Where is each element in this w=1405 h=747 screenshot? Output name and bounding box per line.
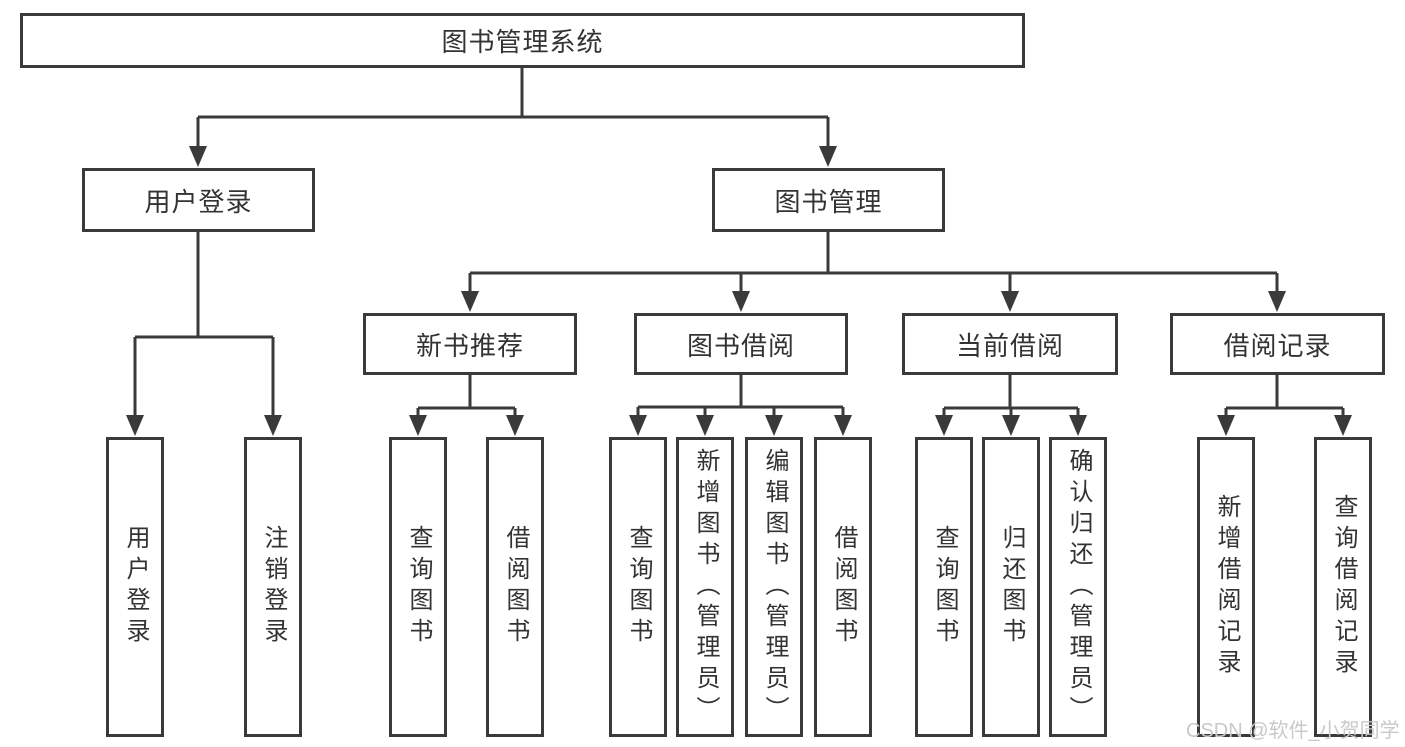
leaf-recommend-borrow-books: 借阅图书 <box>486 437 544 737</box>
leaf-add-book-admin: 新增图书（管理员） <box>676 437 734 737</box>
leaf-user-login-label: 用户登录 <box>122 525 149 649</box>
csdn-watermark: CSDN @软件_小贺同学 <box>1186 720 1400 742</box>
leaf-add-borrow-record: 新增借阅记录 <box>1197 437 1255 737</box>
leaf-borrow-books: 借阅图书 <box>814 437 872 737</box>
leaf-logout: 注销登录 <box>244 437 302 737</box>
node-user-login-label: 用户登录 <box>144 186 253 217</box>
leaf-current-query-books: 查询图书 <box>915 437 973 737</box>
leaf-current-query-books-label: 查询图书 <box>931 525 958 649</box>
root-box-library-management-system: 图书管理系统 <box>20 13 1025 68</box>
node-user-login: 用户登录 <box>82 168 315 232</box>
leaf-borrow-query-books: 查询图书 <box>609 437 667 737</box>
node-book-management: 图书管理 <box>712 168 945 232</box>
node-book-borrow-label: 图书借阅 <box>686 330 795 361</box>
leaf-query-borrow-record-label: 查询借阅记录 <box>1330 494 1357 680</box>
node-book-borrow: 图书借阅 <box>634 313 848 375</box>
leaf-recommend-query-books: 查询图书 <box>389 437 447 737</box>
node-current-borrow: 当前借阅 <box>902 313 1118 375</box>
leaf-return-books: 归还图书 <box>982 437 1040 737</box>
arrowheads <box>126 146 1352 436</box>
leaf-edit-book-admin-label: 编辑图书（管理员） <box>761 447 788 727</box>
leaf-borrow-books-label: 借阅图书 <box>830 525 857 649</box>
root-label: 图书管理系统 <box>441 27 604 57</box>
node-new-book-recommend: 新书推荐 <box>363 313 577 375</box>
leaf-confirm-return-admin-label: 确认归还（管理员） <box>1065 447 1092 727</box>
leaf-query-borrow-record: 查询借阅记录 <box>1314 437 1372 737</box>
leaf-edit-book-admin: 编辑图书（管理员） <box>745 437 803 737</box>
leaf-add-book-admin-label: 新增图书（管理员） <box>692 447 719 727</box>
leaf-confirm-return-admin: 确认归还（管理员） <box>1049 437 1107 737</box>
leaf-user-login: 用户登录 <box>106 437 164 737</box>
leaf-return-books-label: 归还图书 <box>998 525 1025 649</box>
leaf-borrow-query-books-label: 查询图书 <box>625 525 652 649</box>
node-borrow-records-label: 借阅记录 <box>1223 330 1332 361</box>
leaf-add-borrow-record-label: 新增借阅记录 <box>1213 494 1240 680</box>
leaf-logout-label: 注销登录 <box>260 525 287 649</box>
node-book-management-label: 图书管理 <box>774 186 883 217</box>
leaf-recommend-borrow-books-label: 借阅图书 <box>502 525 529 649</box>
node-current-borrow-label: 当前借阅 <box>955 330 1064 361</box>
node-borrow-records: 借阅记录 <box>1170 313 1385 375</box>
leaf-recommend-query-books-label: 查询图书 <box>405 525 432 649</box>
node-new-book-recommend-label: 新书推荐 <box>415 330 524 361</box>
